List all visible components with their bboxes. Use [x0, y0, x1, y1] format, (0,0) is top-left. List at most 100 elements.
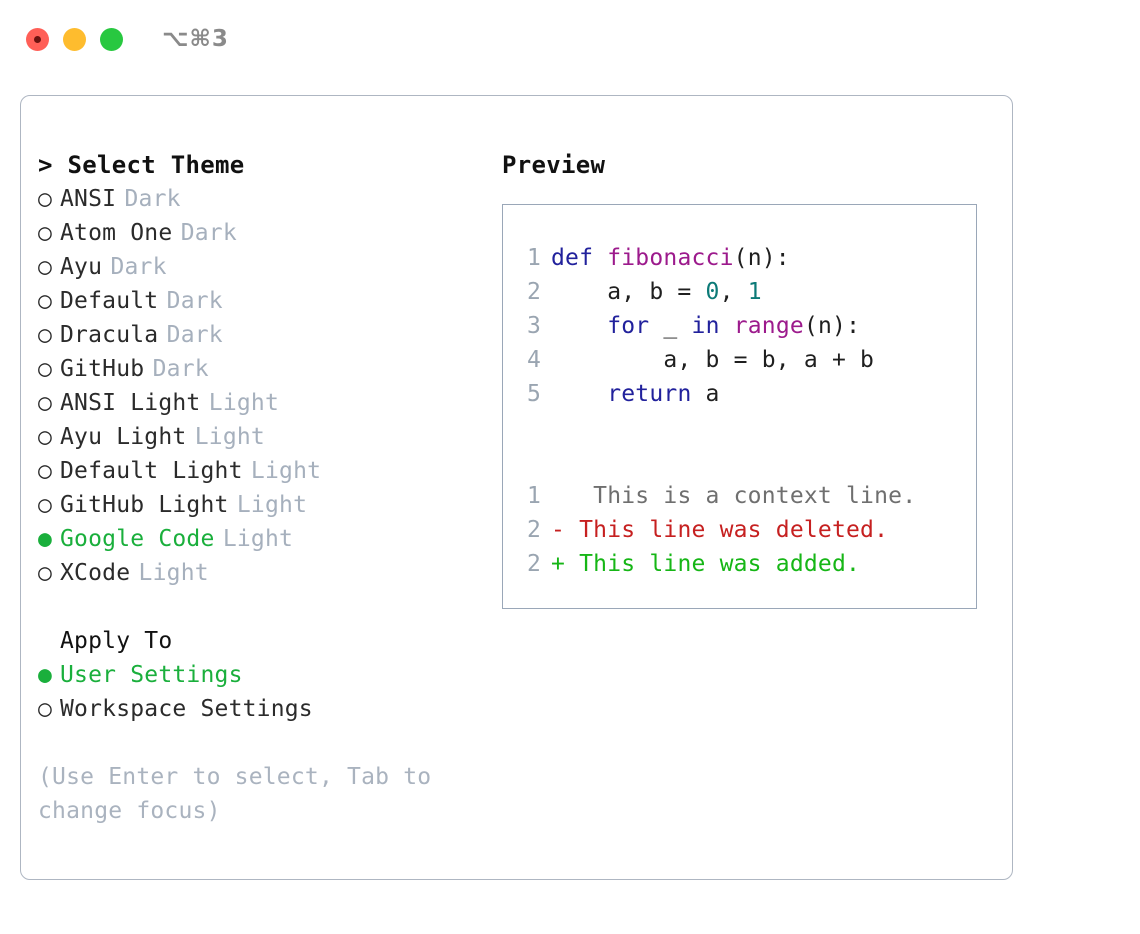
code-line: 2 a, b = 0, 1: [503, 275, 976, 309]
code-line: 3 for _ in range(n):: [503, 309, 976, 343]
diff-sample: 1 This is a context line.2- This line wa…: [503, 479, 976, 581]
diff-line-text: This line was added.: [565, 551, 861, 577]
radio-unselected-icon: ○: [38, 220, 53, 246]
theme-option-label: ANSI: [60, 186, 117, 212]
minimize-button-icon[interactable]: [63, 27, 86, 51]
window-titlebar: ⌥⌘3: [0, 0, 1140, 78]
window-controls: [26, 27, 123, 51]
theme-option-ansi[interactable]: ○ ANSI Dark: [38, 182, 488, 216]
diff-line-text: This is a context line.: [565, 483, 917, 509]
diff-line-add: 2+ This line was added.: [503, 547, 976, 581]
code-line-text: a, b = 0, 1: [551, 275, 762, 309]
apply-to-option-label: User Settings: [60, 662, 243, 688]
code-token-kw: in: [691, 313, 720, 339]
theme-option-label: GitHub Light: [60, 492, 229, 518]
theme-option-variant-badge: Light: [208, 390, 280, 416]
line-number: 4: [526, 347, 541, 373]
line-number: 2: [526, 551, 541, 577]
theme-option-variant-badge: Light: [138, 560, 209, 586]
close-button-icon[interactable]: [26, 27, 49, 51]
radio-unselected-icon: ○: [38, 390, 53, 416]
radio-unselected-icon: ○: [38, 458, 53, 484]
code-line-text: for _ in range(n):: [551, 309, 860, 343]
diff-line-text: This line was deleted.: [565, 517, 889, 543]
diff-marker: [551, 479, 565, 513]
theme-option-label: Ayu Light: [60, 424, 187, 450]
zoom-button-icon[interactable]: [100, 27, 123, 51]
apply-to-option-user-settings[interactable]: ● User Settings: [38, 658, 488, 692]
theme-option-variant-badge: Dark: [124, 186, 181, 212]
theme-option-variant-badge: Light: [250, 458, 322, 484]
theme-option-label: Google Code: [60, 526, 215, 552]
diff-line-ctx: 1 This is a context line.: [503, 479, 976, 513]
code-token-kw: return: [607, 381, 692, 407]
theme-option-variant-badge: Light: [222, 526, 294, 552]
theme-option-variant-badge: Dark: [166, 322, 223, 348]
line-number: 1: [526, 245, 541, 271]
diff-marker: -: [551, 517, 566, 543]
select-theme-header: > Select Theme: [38, 151, 245, 179]
code-token-kw: def: [551, 245, 608, 271]
code-line-text: a, b = b, a + b: [551, 343, 874, 377]
radio-unselected-icon: ○: [38, 356, 53, 382]
keyboard-shortcut-label: ⌥⌘3: [162, 26, 229, 52]
code-token-pl: a, b = b, a + b: [551, 347, 875, 373]
code-token-pl: (n):: [733, 245, 790, 271]
theme-option-variant-badge: Dark: [110, 254, 167, 280]
radio-unselected-icon: ○: [38, 560, 53, 586]
code-diff-spacer-2: [503, 445, 976, 479]
code-line-text: return a: [551, 377, 720, 411]
code-line: 1 def fibonacci(n):: [503, 241, 976, 275]
radio-unselected-icon: ○: [38, 322, 53, 348]
theme-option-default-light[interactable]: ○ Default Light Light: [38, 454, 488, 488]
radio-unselected-icon: ○: [38, 186, 53, 212]
radio-unselected-icon: ○: [38, 288, 53, 314]
apply-to-option-workspace-settings[interactable]: ○Workspace Settings: [38, 692, 488, 726]
keyboard-hint-text: (Use Enter to select, Tab to change focu…: [38, 764, 432, 824]
line-number: 5: [526, 381, 541, 407]
code-token-pl: [720, 313, 734, 339]
code-token-pl: a: [691, 381, 720, 407]
code-token-num: 1: [747, 279, 762, 305]
code-token-pl: a, b =: [551, 279, 706, 305]
theme-option-dracula[interactable]: ○ Dracula Dark: [38, 318, 488, 352]
radio-unselected-icon: ○: [38, 492, 53, 518]
theme-option-variant-badge: Light: [194, 424, 265, 450]
theme-option-label: Dracula: [60, 322, 159, 348]
radio-unselected-icon: ○: [38, 424, 53, 450]
theme-option-variant-badge: Dark: [152, 356, 209, 382]
theme-option-label: Atom One: [60, 220, 173, 246]
diff-line-del: 2- This line was deleted.: [503, 513, 976, 547]
theme-option-label: Default Light: [60, 458, 243, 484]
section-spacer: [38, 590, 488, 624]
theme-option-variant-badge: Light: [236, 492, 308, 518]
radio-unselected-icon: ○: [38, 696, 53, 722]
theme-option-github-light[interactable]: ○ GitHub Light Light: [38, 488, 488, 522]
code-token-pl: [551, 313, 607, 339]
code-diff-spacer: [503, 411, 976, 445]
code-token-fn: range: [733, 313, 804, 339]
theme-option-github[interactable]: ○ GitHub Dark: [38, 352, 488, 386]
radio-selected-icon: ●: [38, 662, 53, 688]
theme-option-ayu-light[interactable]: ○ Ayu Light Light: [38, 420, 488, 454]
line-number: 1: [526, 483, 541, 509]
code-line: 4 a, b = b, a + b: [503, 343, 976, 377]
theme-option-label: Default: [60, 288, 159, 314]
line-number: 2: [526, 517, 541, 543]
code-token-num: 0: [705, 279, 720, 305]
line-number: 3: [526, 313, 541, 339]
code-token-fn: fibonacci: [607, 245, 734, 271]
theme-option-label: GitHub: [60, 356, 145, 382]
